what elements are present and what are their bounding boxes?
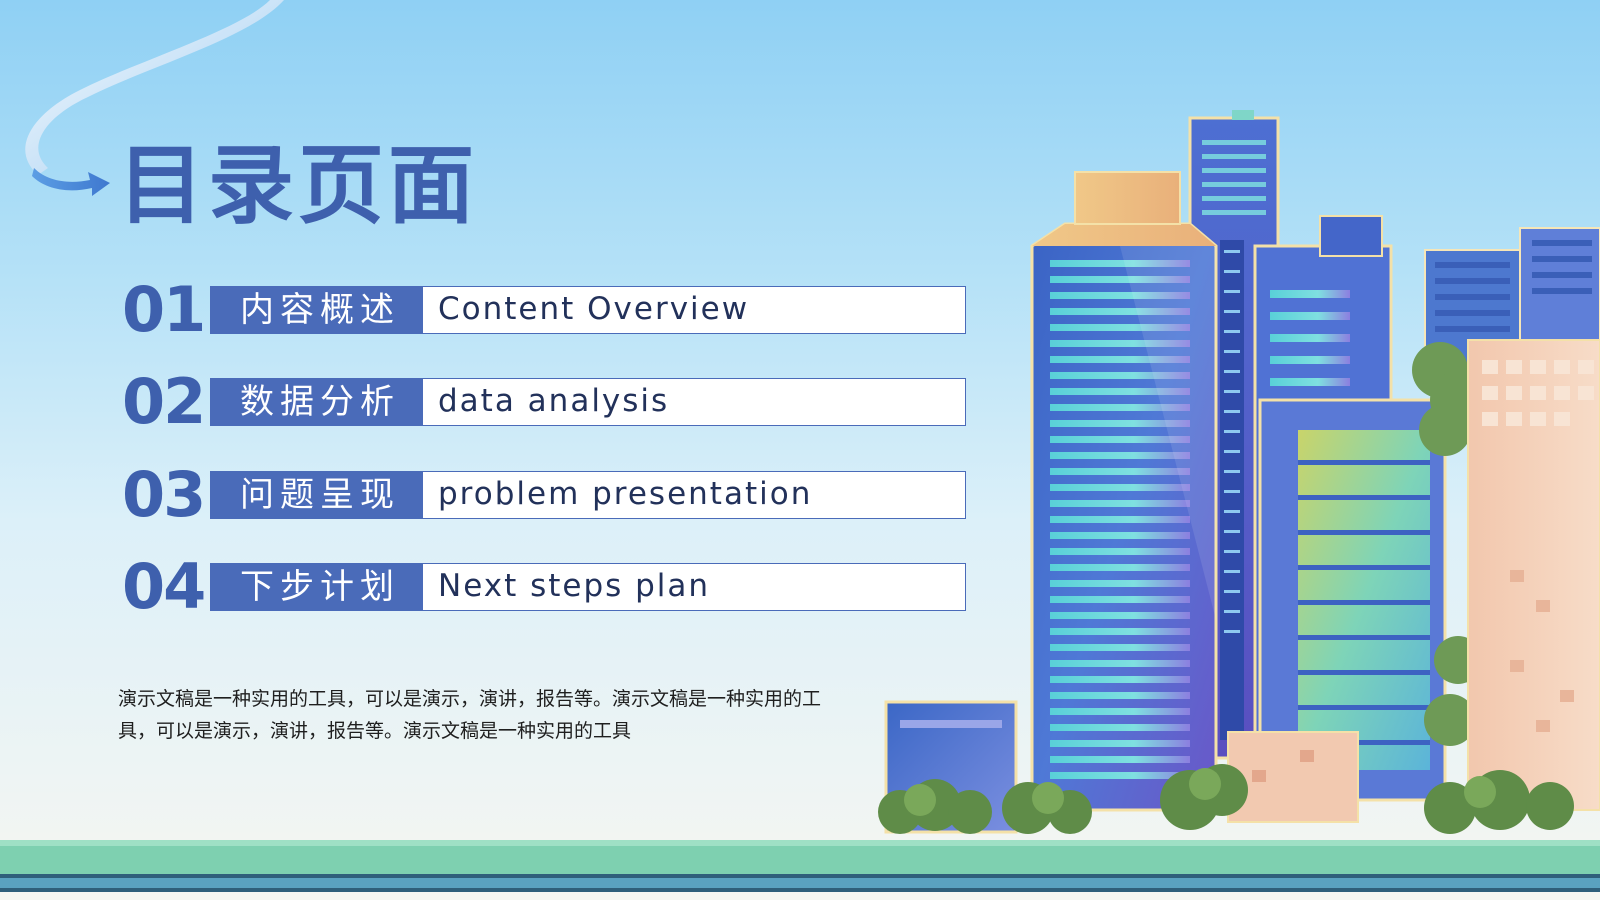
toc-item-2[interactable]: 02 数据分析 data analysis	[120, 369, 966, 435]
toc-number: 04	[122, 550, 206, 623]
toc-title-cn: 内容概述	[210, 286, 422, 334]
toc-title-cn: 数据分析	[210, 378, 422, 426]
toc-item-3[interactable]: 03 问题呈现 problem presentation	[120, 462, 966, 528]
toc-number: 03	[122, 458, 206, 531]
ribbon-arrow-icon	[25, 0, 284, 196]
description-text: 演示文稿是一种实用的工具，可以是演示，演讲，报告等。演示文稿是一种实用的工具，可…	[118, 688, 822, 742]
toc-title-cn: 下步计划	[210, 563, 422, 611]
toc-title-en: Content Overview	[422, 286, 966, 334]
toc-title-en: data analysis	[422, 378, 966, 426]
toc-number: 01	[122, 273, 206, 346]
toc-number: 02	[122, 365, 206, 438]
ground-strip	[0, 840, 1600, 900]
city-skyline-illustration	[878, 110, 1600, 834]
toc-title-en: problem presentation	[422, 471, 966, 519]
toc-title-cn: 问题呈现	[210, 471, 422, 519]
page-title: 目录页面	[118, 136, 478, 236]
toc-item-4[interactable]: 04 下步计划 Next steps plan	[120, 554, 966, 620]
toc-title-en: Next steps plan	[422, 563, 966, 611]
toc-item-1[interactable]: 01 内容概述 Content Overview	[120, 277, 966, 343]
